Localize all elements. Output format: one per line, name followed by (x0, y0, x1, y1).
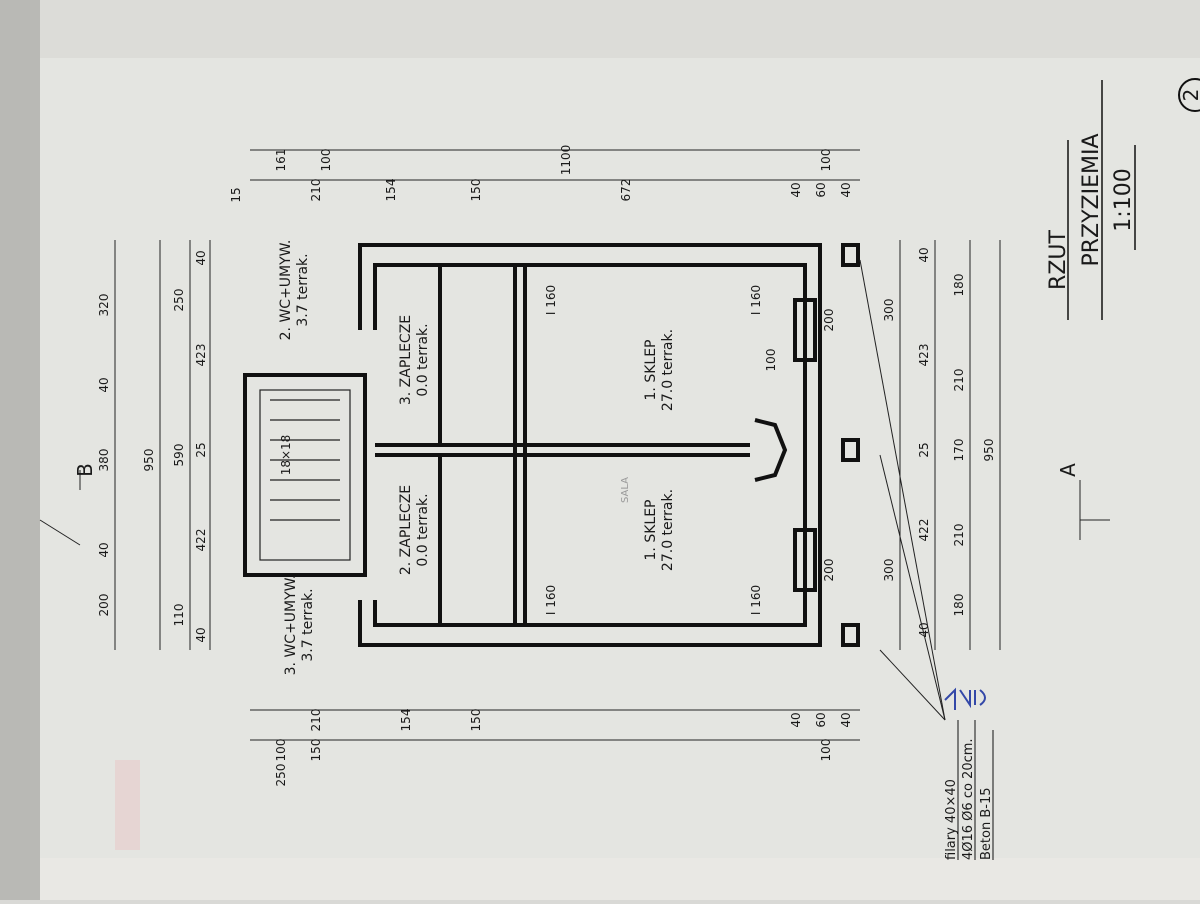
dimension-label: I 160 (749, 585, 763, 615)
dimension-label: 210 (952, 369, 966, 392)
dimension-label: 40 (917, 247, 931, 262)
dimension-label: 40 (194, 627, 208, 642)
dimension-label: 40 (97, 542, 111, 557)
dimension-label: 1100 (559, 145, 573, 176)
dimension-label: 100 (319, 149, 333, 172)
dimension-label: 15 (229, 187, 243, 202)
dimension-label: 180 (952, 274, 966, 297)
handwritten-mark (944, 687, 986, 710)
dimension-label: 170 (952, 439, 966, 462)
dimension-label: 100 (764, 349, 778, 372)
dimension-label: 154 (399, 709, 413, 732)
page-above (0, 0, 1200, 58)
room-name: 2. WC+UMYW. (278, 240, 294, 341)
walls (243, 243, 822, 647)
dimension-label: 60 (814, 182, 828, 197)
dimension-label: 154 (384, 179, 398, 202)
dimension-label: 40 (789, 712, 803, 727)
dimension-label: 100 (274, 739, 288, 762)
paper-sheet (25, 55, 1200, 860)
dimension-label: 210 (952, 524, 966, 547)
room-name: 3. ZAPLECZE (398, 315, 414, 405)
dimension-label: 423 (194, 344, 208, 367)
dimension-label: 250 (274, 764, 288, 787)
title-block: RZUT PRZYZIEMIA 1:100 2 (1046, 78, 1200, 320)
faint-sala-label: SALA (620, 477, 631, 503)
dimension-label: I 160 (544, 285, 558, 315)
dimension-label: 40 (839, 712, 853, 727)
note-line2: 4Ø16 Ø6 co 20cm. (961, 738, 976, 860)
room-area-finish: 0.0 terrak. (415, 323, 431, 396)
dimension-label: 100 (819, 149, 833, 172)
dimension-label: 250 (172, 289, 186, 312)
dimension-label: 200 (97, 594, 111, 617)
dimension-label: 300 (882, 559, 896, 582)
dimension-label: 60 (814, 712, 828, 727)
room-area-finish: 27.0 terrak. (660, 329, 676, 411)
title-line2: PRZYZIEMIA (1079, 133, 1104, 266)
dimension-labels: 200 40 380 40 320 950 110 590 250 40 422 25 423 40 300… (97, 145, 996, 787)
columns (841, 243, 860, 647)
dimension-label: 100 (819, 739, 833, 762)
room-name: 1. SKLEP (643, 340, 659, 401)
dimension-label: 672 (619, 179, 633, 202)
page-edge (0, 0, 40, 900)
room-area-finish: 27.0 terrak. (660, 489, 676, 571)
dimension-label: 110 (172, 604, 186, 627)
dimension-label: 150 (469, 179, 483, 202)
dimension-lines (39, 149, 1110, 741)
note-line1: filary 40×40 (944, 779, 959, 860)
dimension-label: 210 (309, 179, 323, 202)
room-area-finish: 3.7 terrak. (300, 588, 316, 661)
room-name: 2. ZAPLECZE (398, 485, 414, 575)
dimension-label: 422 (194, 529, 208, 552)
dimension-label: 150 (309, 739, 323, 762)
dimension-label: 40 (789, 182, 803, 197)
dimension-label: 422 (917, 519, 931, 542)
dimension-label: 590 (172, 444, 186, 467)
room-name: 1. SKLEP (643, 500, 659, 561)
dimension-label: I 160 (749, 285, 763, 315)
section-a-label: A (1056, 463, 1080, 477)
dimension-label: 25 (194, 442, 208, 457)
column-note: filary 40×40 4Ø16 Ø6 co 20cm. Beton B-15 (944, 720, 994, 860)
dimension-label: 25 (917, 442, 931, 457)
red-stamp (115, 760, 140, 850)
dimension-label: 320 (97, 294, 111, 317)
dimension-label: 40 (839, 182, 853, 197)
sheet-number: 2 (1179, 89, 1200, 102)
dimension-label: 40 (194, 250, 208, 265)
section-b-label: B (73, 463, 97, 477)
room-area-finish: 3.7 terrak. (295, 253, 311, 326)
dimension-label: 161 (274, 149, 288, 172)
dimension-label: I 160 (544, 585, 558, 615)
dimension-label: 300 (882, 299, 896, 322)
dimension-label: 423 (917, 344, 931, 367)
note-line3: Beton B-15 (979, 788, 994, 861)
dimension-label: 180 (952, 594, 966, 617)
dimension-label: 40 (97, 377, 111, 392)
scale: 1:100 (1111, 168, 1136, 231)
room-area-finish: 0.0 terrak. (415, 493, 431, 566)
dimension-label: 380 (97, 449, 111, 472)
dimension-label: 18×18 (279, 435, 293, 476)
page-below (0, 858, 1200, 900)
title-line1: RZUT (1046, 229, 1071, 289)
room-name: 3. WC+UMYW. (283, 575, 299, 676)
dimension-label: 950 (142, 449, 156, 472)
dimension-label: 200 (822, 559, 836, 582)
dimension-label: 210 (309, 709, 323, 732)
dimension-label: 40 (917, 622, 931, 637)
dimension-label: 950 (982, 439, 996, 462)
dimension-label: 200 (822, 309, 836, 332)
dimension-label: 150 (469, 709, 483, 732)
